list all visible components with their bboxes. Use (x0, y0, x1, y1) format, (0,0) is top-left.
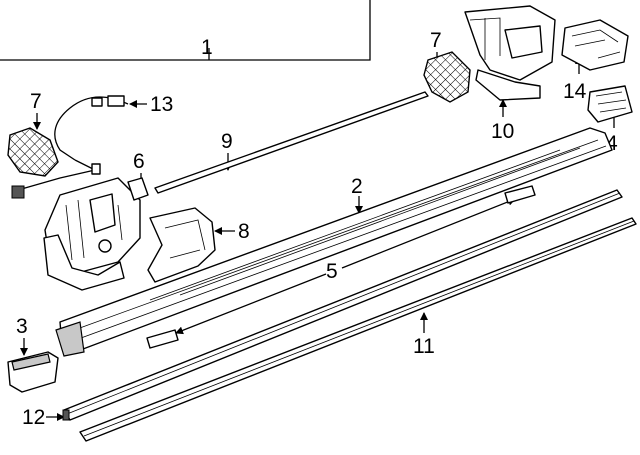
callout-9: 9 (221, 130, 233, 153)
part-10-bracket (464, 5, 556, 101)
part-8-bracket (147, 207, 216, 283)
callout-1: 1 (201, 36, 213, 59)
callout-7a: 7 (30, 90, 42, 113)
callout-12: 12 (22, 406, 45, 429)
part-4-bracket (587, 85, 633, 123)
part-11-rail (79, 217, 637, 442)
part-6-actuator (43, 177, 149, 291)
part-9-rod (154, 91, 429, 194)
callout-7b: 7 (430, 29, 442, 52)
callout-11: 11 (413, 335, 435, 358)
callout-8: 8 (238, 220, 250, 243)
part-2-running-board (55, 127, 613, 357)
assembly-border (0, 0, 371, 61)
part-7-mesh-pads (7, 51, 471, 177)
part-5-clips (146, 185, 536, 349)
part-3-end-cap (7, 351, 59, 393)
part-13-harness (11, 95, 129, 199)
part-12-rail (62, 189, 623, 421)
callout-13: 13 (150, 93, 173, 116)
callout-3: 3 (16, 315, 28, 338)
callout-2: 2 (351, 175, 363, 198)
callout-6: 6 (133, 150, 145, 173)
callout-10: 10 (491, 120, 514, 143)
part-14-bracket (561, 19, 629, 71)
callout-14: 14 (563, 80, 587, 103)
callout-5: 5 (326, 260, 338, 283)
